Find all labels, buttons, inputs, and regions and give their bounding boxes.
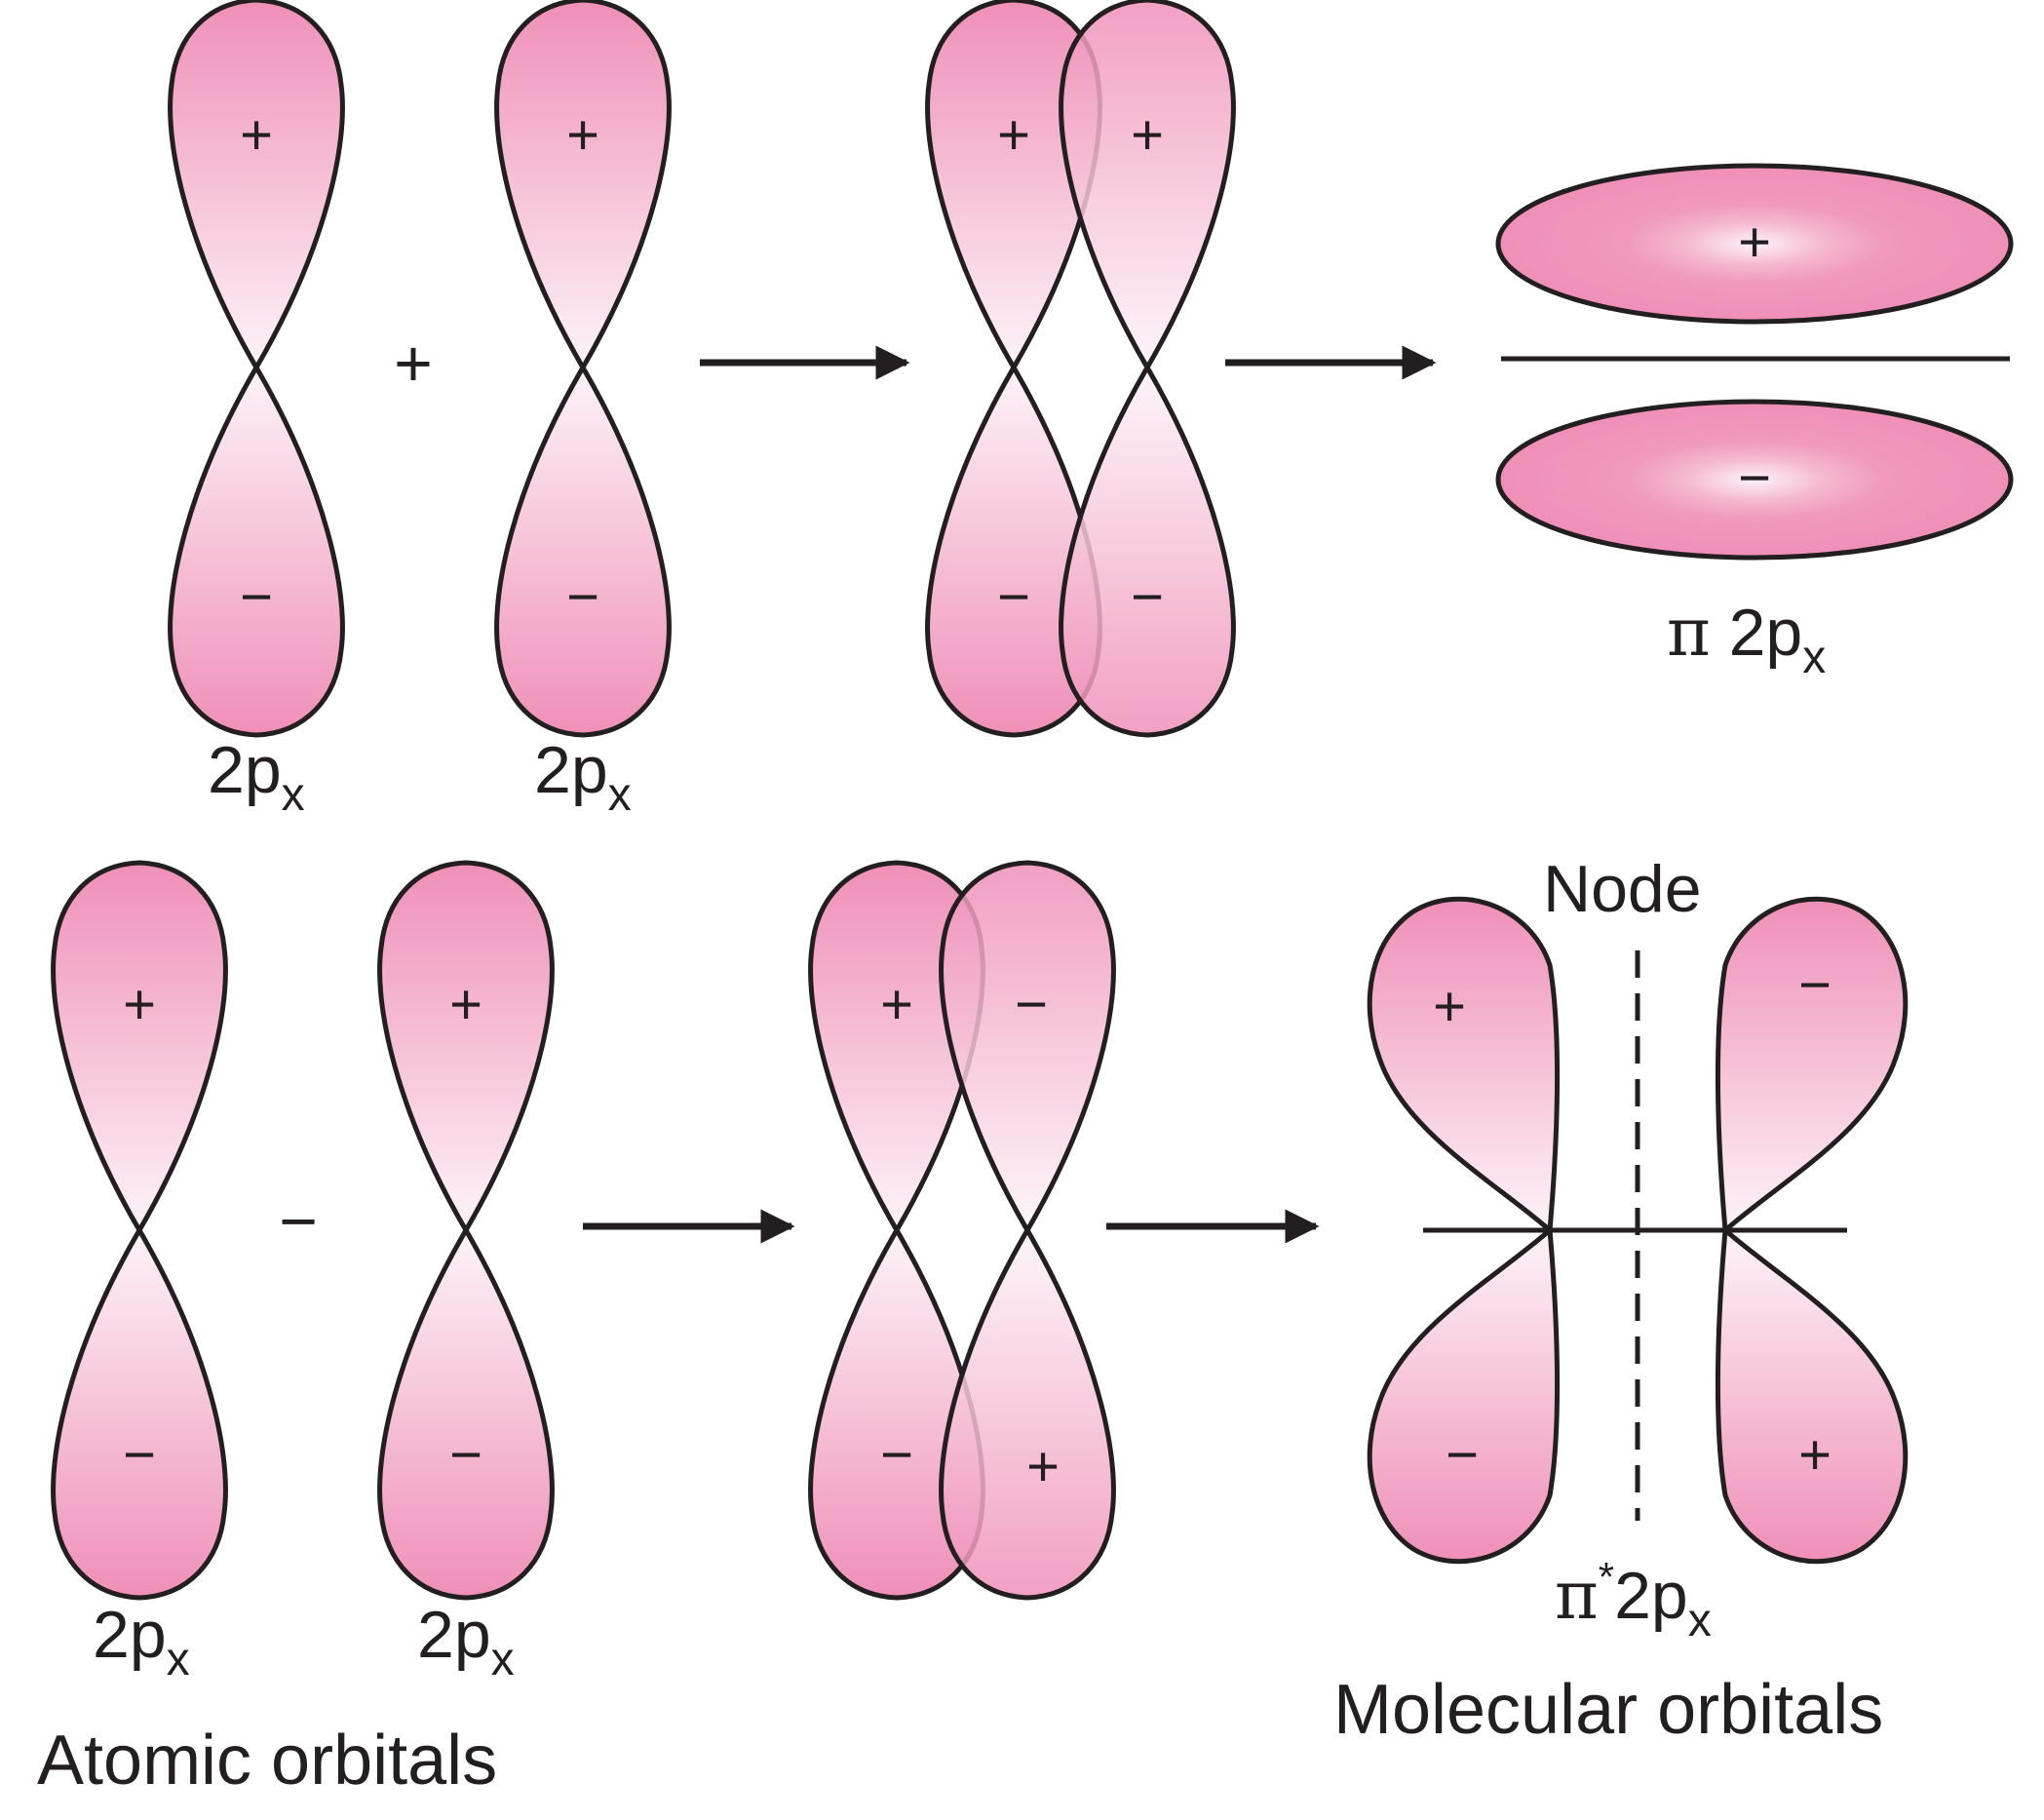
upper-lobe	[54, 863, 226, 1230]
phase-sign-minus: −	[1015, 973, 1048, 1036]
upper-right-lobe	[1715, 896, 1909, 1236]
phase-sign-minus: −	[449, 1423, 482, 1487]
phase-sign-plus: +	[1738, 211, 1771, 274]
upper-lobe	[942, 863, 1114, 1230]
lower-lobe	[380, 1230, 553, 1598]
phase-sign-minus: −	[1738, 446, 1771, 510]
phase-sign-plus: +	[1026, 1435, 1060, 1498]
pi-star-label: π*2px	[1555, 1554, 1712, 1646]
node-label: Node	[1543, 852, 1702, 926]
phase-sign-plus: +	[1433, 975, 1466, 1038]
operator-minus: −	[279, 1184, 318, 1259]
pi-orbital-icon	[1495, 399, 2014, 561]
row-1-bonding	[171, 0, 2014, 735]
phase-sign-minus: −	[566, 565, 599, 629]
upper-lobe	[497, 0, 670, 368]
operator-plus: +	[394, 327, 433, 401]
phase-sign-minus: −	[1446, 1423, 1479, 1487]
phase-sign-plus: +	[880, 973, 913, 1036]
phase-sign-minus: −	[880, 1423, 913, 1487]
lower-lobe	[1061, 368, 1234, 735]
phase-sign-plus: +	[240, 103, 273, 167]
orbital-label: 2px	[417, 1598, 515, 1685]
pi-orbital-icon	[1495, 163, 2014, 325]
phase-sign-minus: −	[997, 565, 1030, 629]
phase-sign-minus: −	[1131, 565, 1164, 629]
orbital-label: 2px	[534, 733, 632, 821]
upper-lobe	[380, 863, 553, 1230]
orbital-label: 2px	[208, 733, 305, 821]
molecular-orbitals-caption: Molecular orbitals	[1333, 1671, 1883, 1749]
upper-lobe	[1061, 0, 1234, 368]
phase-sign-minus: −	[1798, 953, 1832, 1017]
phase-sign-plus: +	[1798, 1423, 1832, 1487]
upper-lobe	[171, 0, 343, 368]
pi-star-orbital-icon	[1367, 896, 1909, 1565]
phase-sign-plus: +	[123, 973, 156, 1036]
lower-lobe	[54, 1230, 226, 1598]
lower-lobe	[171, 368, 343, 735]
phase-sign-plus: +	[449, 973, 482, 1036]
lower-lobe	[497, 368, 670, 735]
phase-sign-plus: +	[997, 103, 1030, 167]
phase-sign-minus: −	[240, 565, 273, 629]
upper-left-lobe	[1367, 896, 1561, 1236]
row-2-antibonding	[54, 863, 1909, 1598]
orbital-label: 2px	[93, 1598, 190, 1685]
lower-lobe	[942, 1230, 1114, 1598]
pi-bonding-label: π 2px	[1667, 595, 1826, 683]
phase-sign-plus: +	[566, 103, 599, 167]
lower-right-lobe	[1715, 1224, 1909, 1565]
phase-sign-plus: +	[1131, 103, 1164, 167]
atomic-orbitals-caption: Atomic orbitals	[37, 1722, 497, 1800]
lower-left-lobe	[1367, 1224, 1561, 1565]
phase-sign-minus: −	[123, 1423, 156, 1487]
